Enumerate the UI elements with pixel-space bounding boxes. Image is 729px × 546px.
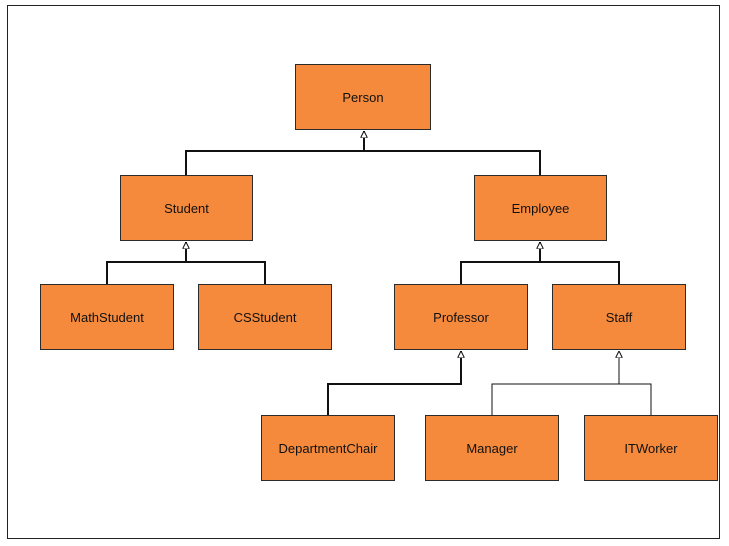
connector-student-to-person: [185, 150, 364, 175]
node-label-person: Person: [342, 89, 384, 105]
node-department-chair: DepartmentChair: [261, 415, 395, 481]
connector-employee-group: [460, 242, 620, 284]
node-person: Person: [295, 64, 431, 130]
connector-itworker-to-staff: [619, 383, 652, 415]
connector-staff-to-employee: [540, 261, 620, 284]
connector-professor-to-employee: [460, 261, 540, 284]
node-it-worker: ITWorker: [584, 415, 718, 481]
connector-departmentchair-to-professor: [327, 351, 461, 415]
node-manager: Manager: [425, 415, 559, 481]
node-label-student: Student: [164, 200, 209, 216]
node-label-manager: Manager: [466, 440, 518, 456]
node-employee: Employee: [474, 175, 607, 241]
connector-csstudent-to-student: [186, 261, 266, 284]
node-staff: Staff: [552, 284, 686, 350]
node-label-staff: Staff: [605, 309, 633, 325]
node-professor: Professor: [394, 284, 528, 350]
node-label-professor: Professor: [433, 309, 489, 325]
connector-manager-to-staff: [491, 383, 619, 415]
connector-employee-to-person: [364, 150, 541, 175]
node-label-it-worker: ITWorker: [624, 440, 678, 456]
node-label-department-chair: DepartmentChair: [278, 440, 378, 456]
connector-professor-group: [327, 351, 461, 415]
node-label-math-student: MathStudent: [70, 309, 144, 325]
node-label-employee: Employee: [511, 200, 570, 216]
connector-student-group: [106, 242, 266, 284]
diagram-frame: [7, 5, 720, 539]
node-label-cs-student: CSStudent: [233, 309, 297, 325]
connector-staff-group: [491, 351, 652, 415]
connector-mathstudent-to-student: [106, 261, 186, 284]
connector-person-group: [185, 131, 541, 175]
node-math-student: MathStudent: [40, 284, 174, 350]
node-cs-student: CSStudent: [198, 284, 332, 350]
node-student: Student: [120, 175, 253, 241]
